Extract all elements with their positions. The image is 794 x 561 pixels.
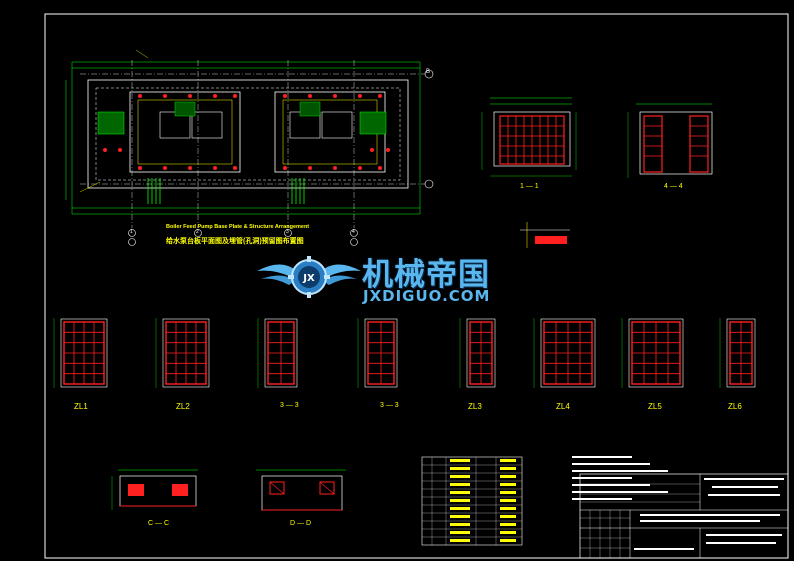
table-cell-mark: [500, 539, 516, 542]
detail-outline: [162, 318, 210, 388]
detail-label-zl5: ZL5: [648, 402, 662, 411]
plan-title-cn: 给水泵台板平面图及埋管(孔洞)预留图布置图: [166, 238, 304, 245]
anchor-detail: [520, 222, 570, 248]
table-cell-mark: [450, 515, 470, 518]
axis-marker-1: 1: [130, 229, 133, 235]
table-cell-mark: [500, 531, 516, 534]
table-cell-mark: [450, 459, 470, 462]
note-line: [572, 456, 632, 458]
detail-label-zl3: ZL3: [468, 402, 482, 411]
note-line: [572, 491, 668, 493]
table-cell-mark: [500, 491, 516, 494]
note-line: [572, 477, 632, 479]
section-label-4-4: 4 — 4: [664, 183, 683, 190]
note-line: [572, 484, 650, 486]
section-label-1-1: 1 — 1: [520, 183, 539, 190]
table-cell-mark: [500, 483, 516, 486]
axis-marker-4: 4: [352, 229, 355, 235]
note-line: [572, 498, 632, 500]
watermark-en: JXDIGUO.COM: [363, 287, 491, 305]
title-block: [579, 473, 789, 559]
watermark: JX 机械帝国 JXDIGUO.COM: [255, 247, 545, 309]
section-4-4-drawing: [627, 103, 713, 178]
detail-outline: [628, 318, 684, 388]
table-cell-mark: [450, 467, 470, 470]
detail-outline: [466, 318, 496, 388]
table-cell-mark: [450, 499, 470, 502]
table-cell-mark: [500, 499, 516, 502]
detail-label-zl1: ZL1: [74, 402, 88, 411]
section-label-c-c: C — C: [148, 520, 169, 527]
detail-label-zl4: ZL4: [556, 402, 570, 411]
axis-marker-b: B: [426, 69, 431, 75]
detail-outline: [264, 318, 298, 388]
watermark-cn: 机械帝国: [362, 257, 490, 293]
axis-marker-3: 3: [286, 229, 289, 235]
section-d-d-drawing: [256, 469, 346, 511]
table-cell-mark: [500, 459, 516, 462]
detail-label-zl6: ZL6: [728, 402, 742, 411]
material-table: [421, 456, 523, 546]
table-cell-mark: [450, 491, 470, 494]
table-cell-mark: [450, 475, 470, 478]
general-notes: [572, 456, 668, 500]
table-cell-mark: [450, 539, 470, 542]
table-cell-mark: [450, 523, 470, 526]
detail-label-zl2: ZL2: [176, 402, 190, 411]
section-c-c-drawing: [111, 469, 198, 510]
sheet-border: [44, 13, 789, 559]
detail-outline: [726, 318, 756, 388]
table-cell-mark: [500, 515, 516, 518]
table-cell-mark: [450, 483, 470, 486]
section-label-3-3-a: 3 — 3: [280, 402, 299, 409]
section-1-1-drawing: [481, 97, 577, 177]
section-label-3-3-b: 3 — 3: [380, 402, 399, 409]
detail-outline: [364, 318, 398, 388]
table-cell-mark: [500, 467, 516, 470]
table-cell-mark: [450, 531, 470, 534]
plan-view: [65, 49, 434, 246]
detail-outline: [540, 318, 596, 388]
table-cell-mark: [500, 475, 516, 478]
gear-logo-icon: JX: [257, 256, 361, 298]
logo-badge-text: JX: [302, 273, 315, 284]
table-cell-mark: [500, 523, 516, 526]
table-cell-mark: [450, 507, 470, 510]
section-label-d-d: D — D: [290, 520, 311, 527]
note-line: [572, 463, 650, 465]
table-cell-mark: [500, 507, 516, 510]
column-details: [53, 318, 756, 388]
detail-outline: [60, 318, 108, 388]
plan-title-en: Boiler Feed Pump Base Plate & Structure …: [166, 224, 310, 230]
axis-marker-2: 2: [196, 229, 199, 235]
note-line: [572, 470, 668, 472]
